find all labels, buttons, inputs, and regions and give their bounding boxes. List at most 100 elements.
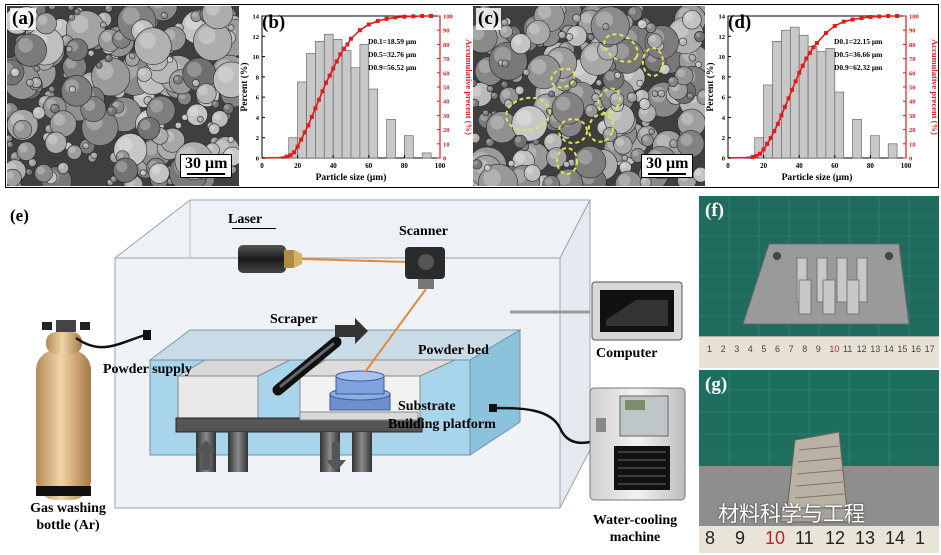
- sem-particle-highlight: [628, 93, 633, 99]
- sem-particle-highlight: [629, 7, 636, 15]
- label-computer: Computer: [596, 346, 658, 361]
- sem-particle: [525, 20, 551, 45]
- sem-particle: [626, 92, 638, 103]
- sem-particle-highlight: [508, 161, 512, 164]
- scraper: [272, 318, 368, 396]
- sem-particle-highlight: [549, 91, 553, 95]
- cumulative-point: [284, 154, 289, 159]
- sem-particle-highlight: [151, 165, 161, 175]
- panel-label-d: (d): [728, 12, 752, 33]
- sem-particle-highlight: [161, 13, 165, 17]
- label-gas-bottle-line1: Gas washing: [30, 501, 106, 516]
- sem-particle: [613, 135, 633, 155]
- cumulative-point: [841, 19, 846, 24]
- sem-particle: [688, 53, 697, 62]
- sem-particle-highlight: [186, 61, 202, 77]
- sem-particle-highlight: [83, 143, 87, 147]
- arrow-down-icon: [326, 442, 346, 472]
- histogram-bar: [807, 46, 818, 159]
- sem-particle-highlight: [192, 12, 198, 18]
- x-tick-label: 20: [760, 162, 768, 170]
- sem-particle-highlight: [68, 6, 72, 8]
- sem-particle: [222, 102, 234, 115]
- sem-particle: [651, 90, 659, 97]
- y-tick-label: 0: [256, 156, 259, 163]
- sem-particle: [645, 22, 657, 34]
- sem-particle-highlight: [105, 6, 110, 10]
- sem-particle: [614, 71, 621, 79]
- sem-particle: [686, 92, 694, 100]
- sem-particle-highlight: [680, 133, 693, 146]
- sem-particle-highlight: [69, 86, 73, 90]
- sem-particle-highlight: [112, 102, 119, 108]
- y-axis-label: Percent (%): [240, 62, 250, 111]
- sem-particle: [25, 168, 33, 176]
- printed-part: [329, 370, 391, 411]
- sem-particle-highlight: [46, 125, 50, 130]
- piston-left-b: [228, 432, 248, 472]
- sem-particle-highlight: [483, 110, 487, 114]
- sem-particle-highlight: [68, 146, 76, 154]
- y-tick-label: 2: [256, 135, 259, 142]
- sem-particle: [16, 141, 37, 161]
- ruler-number: 4: [747, 344, 753, 354]
- y2-tick-label: 30: [443, 113, 450, 120]
- sem-particle: [546, 147, 568, 168]
- cumulative-point: [316, 97, 321, 102]
- sem-particle-highlight: [473, 80, 474, 84]
- panel-label-e: (e): [10, 206, 29, 225]
- sem-particle-highlight: [27, 80, 31, 84]
- sem-particle-highlight: [217, 66, 234, 83]
- sem-particle: [548, 90, 555, 98]
- label-substrate: Substrate: [398, 399, 456, 414]
- sem-particle-highlight: [129, 53, 133, 57]
- cumulative-point: [357, 28, 362, 33]
- y2-tick-label: 40: [443, 99, 450, 106]
- sem-particle: [173, 74, 183, 85]
- sem-particle: [674, 66, 694, 86]
- sem-particle-highlight: [620, 162, 627, 169]
- gas-bottle: [36, 320, 151, 500]
- sem-particle-highlight: [680, 38, 684, 43]
- highlight-ellipse: [603, 33, 639, 63]
- x-tick-label: 100: [435, 162, 446, 170]
- water-cooling-machine: [489, 387, 686, 501]
- y2-tick-label: 80: [909, 42, 916, 49]
- cumulative-point: [349, 36, 353, 41]
- sem-particle-highlight: [642, 135, 649, 142]
- sem-particle-highlight: [122, 7, 140, 25]
- ruler-number: 2: [720, 344, 726, 354]
- d-value-annotation: D0.1=18.59 μm: [368, 37, 417, 46]
- sem-particle-highlight: [29, 159, 33, 164]
- x-tick-label: 80: [401, 162, 409, 170]
- sem-particle-highlight: [638, 20, 643, 25]
- cumulative-point: [324, 80, 329, 85]
- sem-particle: [500, 80, 509, 89]
- sem-particle-highlight: [117, 137, 133, 153]
- cumulative-point: [320, 89, 325, 94]
- histogram-bar: [887, 143, 898, 159]
- y2-tick-label: 100: [443, 14, 453, 21]
- sem-particle-highlight: [139, 32, 156, 49]
- sem-particle-highlight: [53, 113, 66, 126]
- cumulative-point: [288, 153, 293, 158]
- sem-particle-highlight: [116, 161, 128, 173]
- sem-particle-highlight: [687, 93, 691, 97]
- sem-particle-highlight: [193, 80, 197, 84]
- highlight-ellipse: [550, 67, 576, 89]
- cumulative-point: [779, 113, 784, 118]
- cumulative-point: [331, 66, 336, 71]
- cumulative-point: [832, 23, 837, 28]
- sem-particle-highlight: [526, 166, 534, 175]
- sem-particle: [523, 164, 541, 182]
- scale-line-a: [187, 173, 226, 175]
- cumulative-point: [750, 154, 755, 159]
- sem-particle-highlight: [592, 94, 597, 99]
- d-value-annotation: D0.9=56.52 μm: [368, 63, 417, 72]
- sem-particle-highlight: [66, 46, 70, 50]
- y2-tick-label: 40: [909, 99, 916, 106]
- sem-particle-highlight: [537, 6, 552, 19]
- ruler-number: 15: [897, 344, 908, 354]
